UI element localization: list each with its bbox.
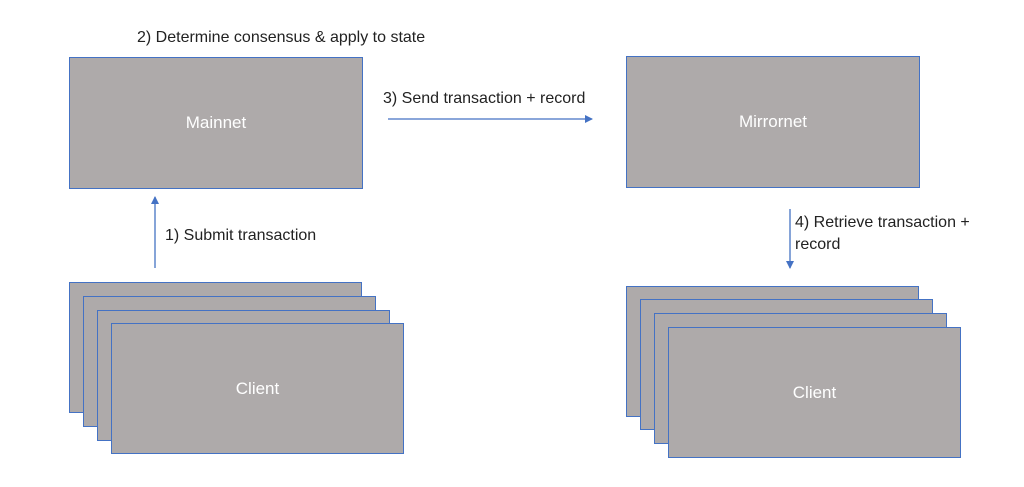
mainnet-label: Mainnet <box>185 113 247 132</box>
mirrornet-node: Mirrornet <box>626 56 920 188</box>
step-retrieve-transaction-line2: record <box>795 236 841 253</box>
step-retrieve-transaction-line1: 4) Retrieve transaction + <box>795 214 970 231</box>
mirrornet-label: Mirrornet <box>738 112 807 131</box>
client-left-label: Client <box>235 378 280 398</box>
client-right-node: Client <box>668 327 961 458</box>
mainnet-node: Mainnet <box>69 57 363 189</box>
step-submit-transaction-label: 1) Submit transaction <box>165 227 317 244</box>
step-send-transaction-label: 3) Send transaction + record <box>383 90 586 107</box>
client-left-node: Client <box>111 323 404 454</box>
step-determine-consensus-label: 2) Determine consensus & apply to state <box>137 29 426 46</box>
client-right-label: Client <box>792 382 837 402</box>
step-retrieve-transaction-label: 4) Retrieve transaction + record <box>795 212 970 256</box>
